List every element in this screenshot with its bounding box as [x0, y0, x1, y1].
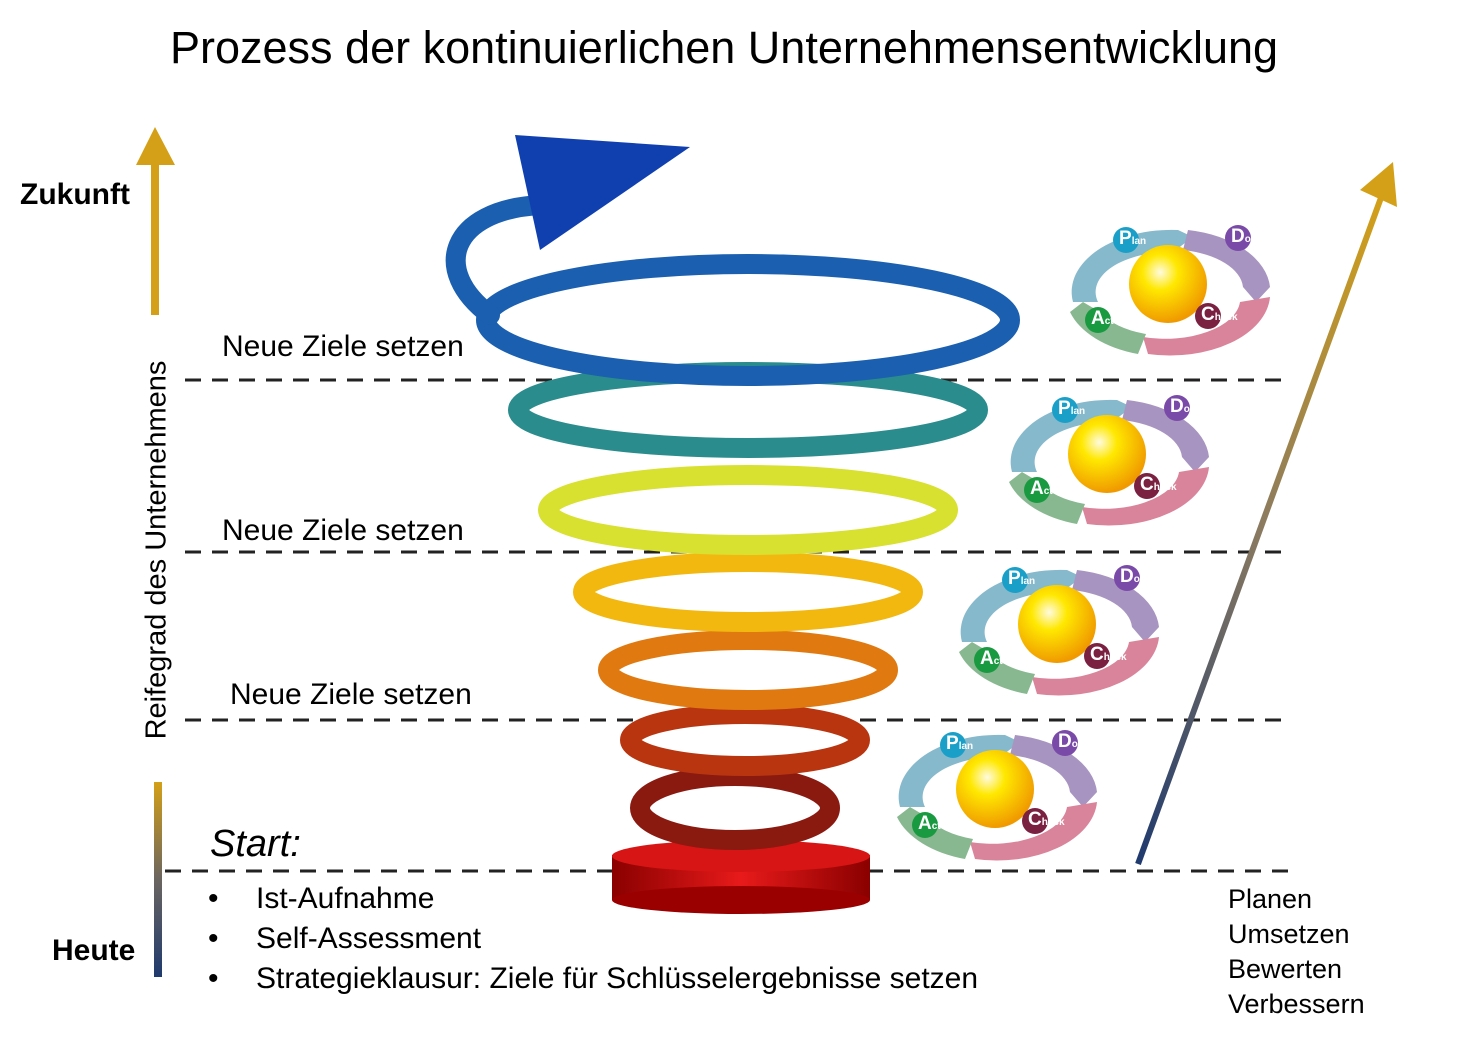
check-badge	[1134, 473, 1160, 499]
center-sphere	[1018, 585, 1096, 663]
center-sphere	[956, 750, 1034, 828]
spring-top-loop	[445, 195, 550, 325]
do-label: Do	[1120, 566, 1140, 587]
pdca-step: Planen	[1228, 884, 1313, 914]
act-label: Act	[918, 813, 941, 834]
plan-label: Plan	[1119, 228, 1147, 249]
do-segment	[1183, 230, 1270, 302]
future-label: Zukunft	[20, 178, 130, 211]
check-label: Check	[1028, 809, 1065, 830]
pdca-cycle-icon	[1009, 395, 1209, 526]
check-segment	[970, 802, 1097, 861]
future-arrow-head	[136, 127, 175, 165]
pdca-cycle-icon	[1070, 225, 1270, 356]
pdca-step: Verbessern	[1228, 989, 1365, 1019]
center-sphere	[1129, 245, 1207, 323]
act-badge	[974, 647, 1000, 673]
plan-label: Plan	[946, 733, 974, 754]
spring-coil	[538, 465, 958, 555]
goal-label: Neue Ziele setzen	[222, 330, 464, 363]
goal-label: Neue Ziele setzen	[230, 678, 472, 711]
check-segment	[1032, 637, 1159, 696]
check-segment	[1082, 467, 1209, 526]
do-segment	[1122, 400, 1209, 472]
today-bar	[154, 782, 162, 977]
spring-coil	[573, 552, 923, 632]
do-badge	[1114, 565, 1140, 591]
bullet-text: Ist-Aufnahme	[256, 882, 435, 915]
act-label: Act	[1030, 478, 1053, 499]
check-label: Check	[1201, 304, 1238, 325]
check-badge	[1084, 643, 1110, 669]
act-badge	[1085, 307, 1111, 333]
do-label: Do	[1058, 731, 1078, 752]
plan-label: Plan	[1058, 398, 1086, 419]
check-label: Check	[1090, 644, 1127, 665]
act-badge	[912, 812, 938, 838]
bullet-text: Strategieklausur: Ziele für Schlüsselerg…	[256, 962, 979, 995]
pdca-step: Bewerten	[1228, 954, 1343, 984]
page-title: Prozess der kontinuierlichen Unternehmen…	[170, 22, 1279, 73]
check-label: Check	[1140, 474, 1177, 495]
plan-badge	[1113, 227, 1139, 253]
plan-badge	[1052, 397, 1078, 423]
do-badge	[1225, 225, 1251, 251]
center-sphere	[1068, 415, 1146, 493]
future-arrow-shaft	[151, 160, 159, 315]
spring-coil	[476, 254, 1020, 386]
check-badge	[1022, 808, 1048, 834]
check-badge	[1195, 303, 1221, 329]
maturity-axis-label: Reifegrad des Unternehmens	[140, 360, 173, 740]
pdca-cycle-icon	[897, 730, 1097, 861]
pdca-progress-arrow	[1135, 193, 1385, 866]
spiral-spring	[445, 135, 1020, 914]
do-label: Do	[1231, 226, 1251, 247]
pdca-step: Umsetzen	[1228, 919, 1350, 949]
do-badge	[1164, 395, 1190, 421]
spring-coil	[630, 766, 840, 850]
pdca-cycle-icon	[959, 565, 1159, 696]
start-bullet: •Strategieklausur: Ziele für Schlüsseler…	[208, 962, 979, 995]
start-heading: Start:	[210, 823, 301, 865]
plan-badge	[940, 732, 966, 758]
act-label: Act	[1091, 308, 1114, 329]
spring-arrow-cone	[515, 135, 690, 250]
start-bullet: •Self-Assessment	[208, 922, 482, 955]
do-segment	[1072, 570, 1159, 642]
pdca-cycles	[897, 225, 1270, 861]
do-segment	[1010, 735, 1097, 807]
act-label: Act	[980, 648, 1003, 669]
bullet-text: Self-Assessment	[256, 922, 482, 955]
act-badge	[1024, 477, 1050, 503]
spring-coil	[620, 704, 870, 776]
do-label: Do	[1170, 396, 1190, 417]
spring-coil	[598, 630, 898, 710]
check-segment	[1143, 297, 1270, 356]
plan-badge	[1002, 567, 1028, 593]
plan-label: Plan	[1008, 568, 1036, 589]
do-badge	[1052, 730, 1078, 756]
goal-label: Neue Ziele setzen	[222, 514, 464, 547]
today-label: Heute	[52, 934, 136, 967]
pdca-progress-arrow-head	[1360, 162, 1397, 207]
start-bullet: •Ist-Aufnahme	[208, 882, 435, 915]
